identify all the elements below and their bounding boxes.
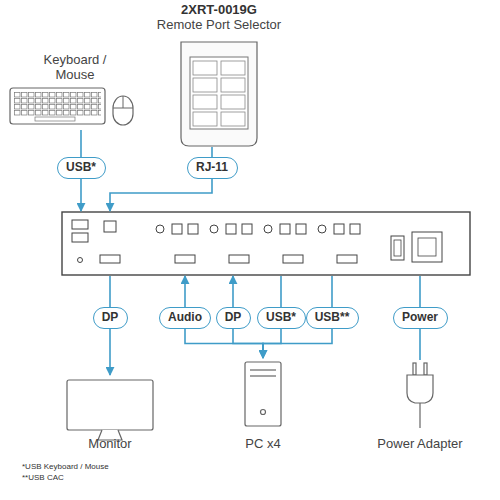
device-label: Keyboard / Mouse: [38, 52, 112, 82]
usb-cac-pill: USB**: [306, 307, 359, 329]
dp-pill: DP: [93, 307, 128, 329]
connector: [263, 329, 332, 358]
connector: [80, 130, 82, 157]
connector: [211, 147, 213, 157]
dp-pill: DP: [216, 307, 251, 329]
rj11-pill: RJ-11: [187, 157, 238, 179]
footnote: **USB CAC: [22, 473, 64, 482]
keyboard-mouse: Keyboard / Mouse: [5, 52, 145, 130]
monitor-icon: [67, 380, 153, 440]
device-label: Monitor: [88, 436, 131, 451]
power-plug-icon: [407, 363, 433, 428]
pc-icon: [245, 362, 281, 426]
usb-pill: USB*: [57, 157, 106, 179]
switch-wires: [81, 179, 420, 307]
monitor: Monitor: [58, 375, 162, 451]
connector-label: USB*: [266, 310, 296, 324]
footnote: *USB Keyboard / Mouse: [22, 462, 109, 471]
connector-label: USB**: [315, 310, 350, 324]
connector-label: DP: [225, 310, 242, 324]
keyboard-mouse-icon: [10, 88, 133, 125]
connector: [185, 329, 263, 358]
remote-port-selector: 2XRT-0019GRemote Port Selector: [144, 2, 294, 147]
device-label: 2XRT-0019G: [181, 2, 257, 17]
remote-selector-icon: [181, 42, 257, 146]
usb-pill: USB*: [257, 307, 306, 329]
connector: [109, 329, 111, 375]
connector-label: Power: [402, 310, 438, 324]
device-label: Power Adapter: [377, 436, 462, 451]
connector: [419, 329, 421, 360]
device-label: PC x4: [245, 436, 280, 451]
connector-label: DP: [102, 310, 119, 324]
power-pill: Power: [393, 307, 448, 329]
pc: PC x4: [225, 358, 301, 451]
connector-label: RJ-11: [196, 160, 228, 174]
connector-label: Audio: [168, 310, 202, 324]
connector-label: USB*: [66, 160, 96, 174]
device-label: Remote Port Selector: [157, 17, 281, 32]
audio-pill: Audio: [159, 307, 211, 329]
kvm-switch: [62, 212, 470, 275]
connector: [233, 329, 263, 358]
power-adapter: Power Adapter: [365, 360, 475, 451]
